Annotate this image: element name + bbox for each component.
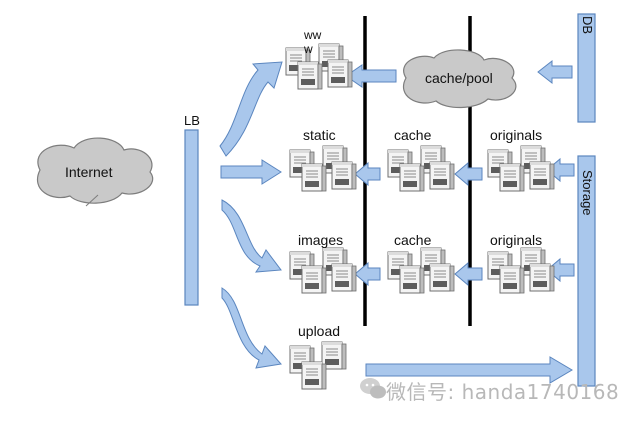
images-label: images	[298, 232, 344, 248]
cache-pool-cloud	[403, 49, 517, 109]
server-stack-icon-static	[290, 146, 356, 191]
upload-label: upload	[298, 323, 341, 339]
storage-bar	[577, 155, 596, 387]
www-label: ww w	[304, 28, 322, 56]
arrow-db-to-pool	[537, 59, 573, 85]
arrow-originals-to-cache-static	[454, 161, 483, 187]
cache-pool-label: cache/pool	[425, 70, 493, 86]
watermark-text: 微信号: handa1740168	[386, 380, 620, 404]
server-stack-icon-upload	[289, 341, 347, 390]
arrow-pool-to-www	[345, 64, 397, 88]
internet-cloud	[37, 137, 154, 204]
arrow-originals-to-cache-images	[454, 261, 483, 287]
arrow-lb-to-www	[219, 61, 283, 157]
internet-cloud-tail	[85, 194, 99, 207]
lb-bar	[184, 129, 199, 306]
wechat-icon	[360, 378, 386, 399]
static-label: static	[303, 127, 336, 143]
originals-images-label: originals	[490, 232, 543, 248]
db-label: DB	[580, 16, 595, 35]
server-stack-icon-cache-static	[388, 146, 454, 191]
arrow-cache-to-static	[354, 161, 381, 187]
arrow-cache-to-images	[354, 261, 381, 287]
arrow-lb-to-images	[221, 199, 282, 273]
originals-static-label: originals	[490, 127, 543, 143]
storage-label: Storage	[580, 170, 595, 216]
arrow-lb-to-upload	[221, 287, 282, 369]
arrow-upload-to-storage	[365, 356, 573, 384]
cache-images-label: cache	[394, 232, 432, 248]
db-bar	[577, 13, 596, 123]
server-stack-icon-originals-images	[488, 248, 554, 293]
arrow-lb-to-static	[220, 159, 282, 185]
server-stack-icon-cache-images	[388, 248, 454, 293]
server-stack-icon-images	[290, 248, 356, 293]
server-stack-icon-originals-static	[488, 146, 554, 191]
cache-static-label: cache	[394, 127, 432, 143]
lb-label: LB	[184, 113, 200, 128]
internet-label: Internet	[65, 164, 113, 180]
